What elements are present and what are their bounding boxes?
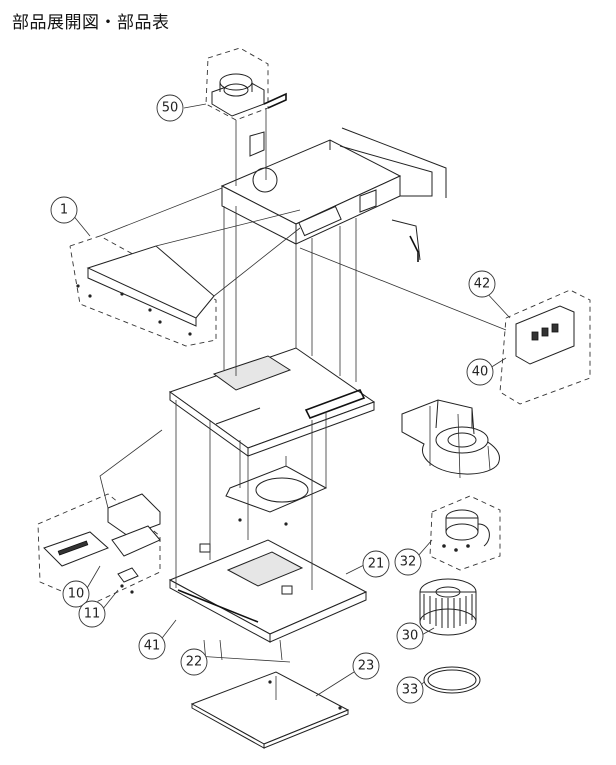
- callout-21: 21: [362, 550, 390, 578]
- part-control-box: [299, 247, 591, 405]
- callout-50: 50: [156, 94, 184, 122]
- callout-1: 1: [50, 196, 78, 224]
- part-motor-plate: [225, 465, 328, 526]
- callout-label: 50: [162, 101, 179, 116]
- callout-41: 41: [138, 632, 166, 660]
- callout-30: 30: [396, 622, 424, 650]
- callout-33: 33: [396, 676, 424, 704]
- part-motor: [429, 495, 501, 571]
- callout-label: 33: [402, 683, 419, 698]
- part-front-panel: [69, 187, 301, 347]
- part-blower-housing: [401, 399, 500, 475]
- part-ring: [423, 666, 481, 694]
- part-duct-adapter: [205, 47, 287, 121]
- part-lower-panel: [168, 539, 368, 643]
- callout-label: 21: [368, 557, 385, 572]
- part-filter-cover: [190, 671, 350, 749]
- callout-10: 10: [62, 580, 90, 608]
- callout-label: 42: [474, 277, 491, 292]
- callout-11: 11: [78, 600, 106, 628]
- callout-label: 11: [84, 607, 101, 622]
- callout-label: 40: [472, 365, 489, 380]
- callout-22: 22: [180, 648, 208, 676]
- callout-23: 23: [352, 652, 380, 680]
- callout-42: 42: [468, 270, 496, 298]
- part-switch-panel: [37, 493, 161, 605]
- page-title: 部品展開図・部品表: [12, 13, 170, 33]
- callout-label: 30: [402, 629, 419, 644]
- callout-label: 32: [400, 555, 417, 570]
- callout-40: 40: [466, 358, 494, 386]
- callout-label: 1: [60, 203, 68, 218]
- part-chassis-frame: [168, 347, 376, 457]
- callout-label: 10: [68, 587, 85, 602]
- assembly-lines: [99, 108, 491, 700]
- part-fan-wheel: [419, 578, 477, 636]
- callout-label: 41: [144, 639, 161, 654]
- callout-label: 22: [186, 655, 203, 670]
- callout-32: 32: [394, 548, 422, 576]
- callout-label: 23: [358, 659, 375, 674]
- part-housing: [220, 127, 447, 262]
